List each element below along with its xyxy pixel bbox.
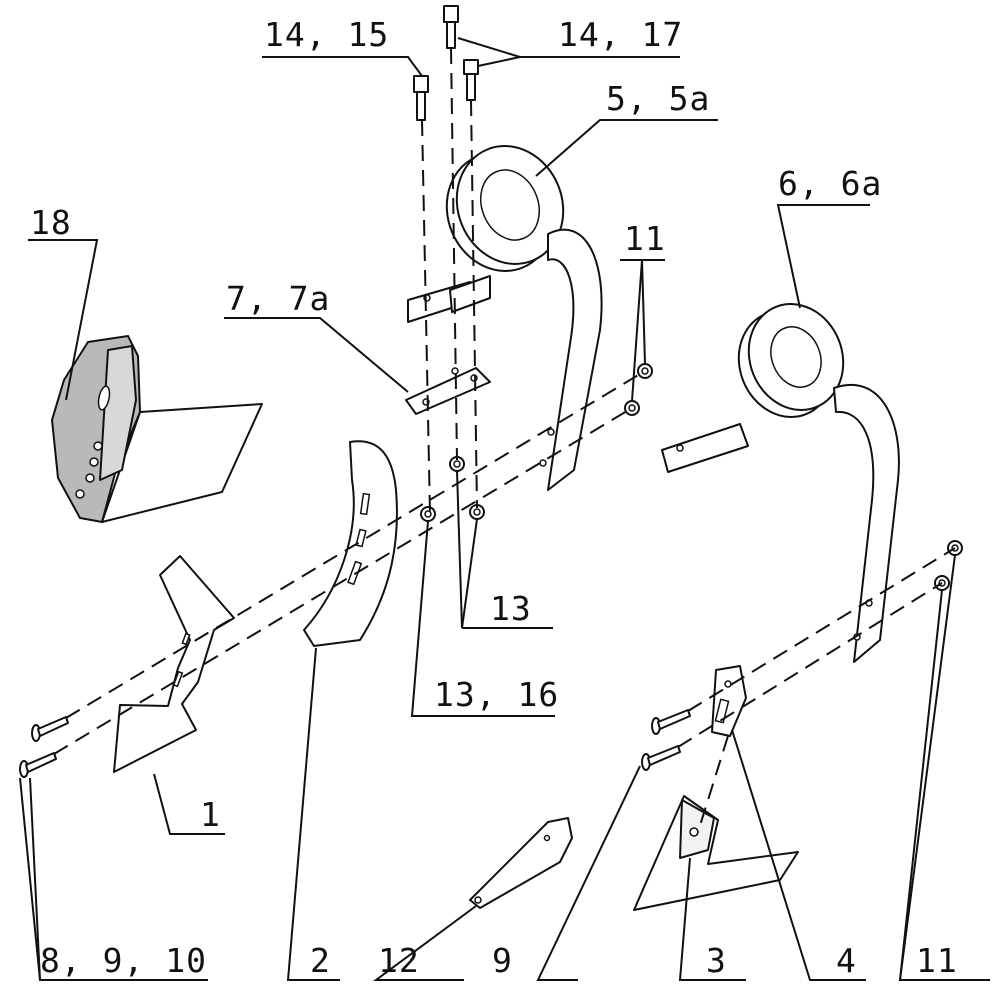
label-12: 12 xyxy=(378,941,420,980)
label-9: 9 xyxy=(492,941,513,980)
bolt-14-17-b xyxy=(463,59,479,101)
label-11-bottom: 11 xyxy=(916,941,958,980)
label-6-6a: 6, 6a xyxy=(778,164,882,203)
label-3: 3 xyxy=(706,941,727,980)
label-18: 18 xyxy=(30,203,72,242)
carriage-bolts-left xyxy=(19,716,69,778)
nuts xyxy=(420,363,963,591)
part-1-share xyxy=(113,555,235,773)
carriage-bolts-right xyxy=(641,709,691,771)
label-4: 4 xyxy=(836,941,857,980)
label-5-5a: 5, 5a xyxy=(606,79,710,118)
label-1: 1 xyxy=(200,795,221,834)
part-6-spring-tine xyxy=(661,303,900,663)
assembly-axes xyxy=(53,47,956,833)
leader-lines xyxy=(19,37,990,981)
bolt-14-15 xyxy=(413,75,429,121)
label-2: 2 xyxy=(310,941,331,980)
part-2-guard xyxy=(303,440,398,647)
part-4-adaptor xyxy=(711,665,747,737)
label-7-7a: 7, 7a xyxy=(226,279,330,318)
part-3-share xyxy=(633,795,799,911)
part-7-clamp-plate xyxy=(405,367,491,415)
label-13: 13 xyxy=(490,589,532,628)
part-12-bracket xyxy=(469,817,573,909)
bolt-14-17-a xyxy=(443,5,459,49)
label-8-9-10: 8, 9, 10 xyxy=(40,941,207,980)
label-13-16: 13, 16 xyxy=(434,675,559,714)
label-14-17: 14, 17 xyxy=(558,15,683,54)
callout-labels: 14, 15 14, 17 5, 5a 6, 6a 18 11 7, 7a 13… xyxy=(30,15,958,980)
part-18-share xyxy=(50,334,263,524)
part-5-spring-tine xyxy=(407,145,603,491)
label-11-top: 11 xyxy=(624,219,666,258)
label-14-15: 14, 15 xyxy=(264,15,389,54)
